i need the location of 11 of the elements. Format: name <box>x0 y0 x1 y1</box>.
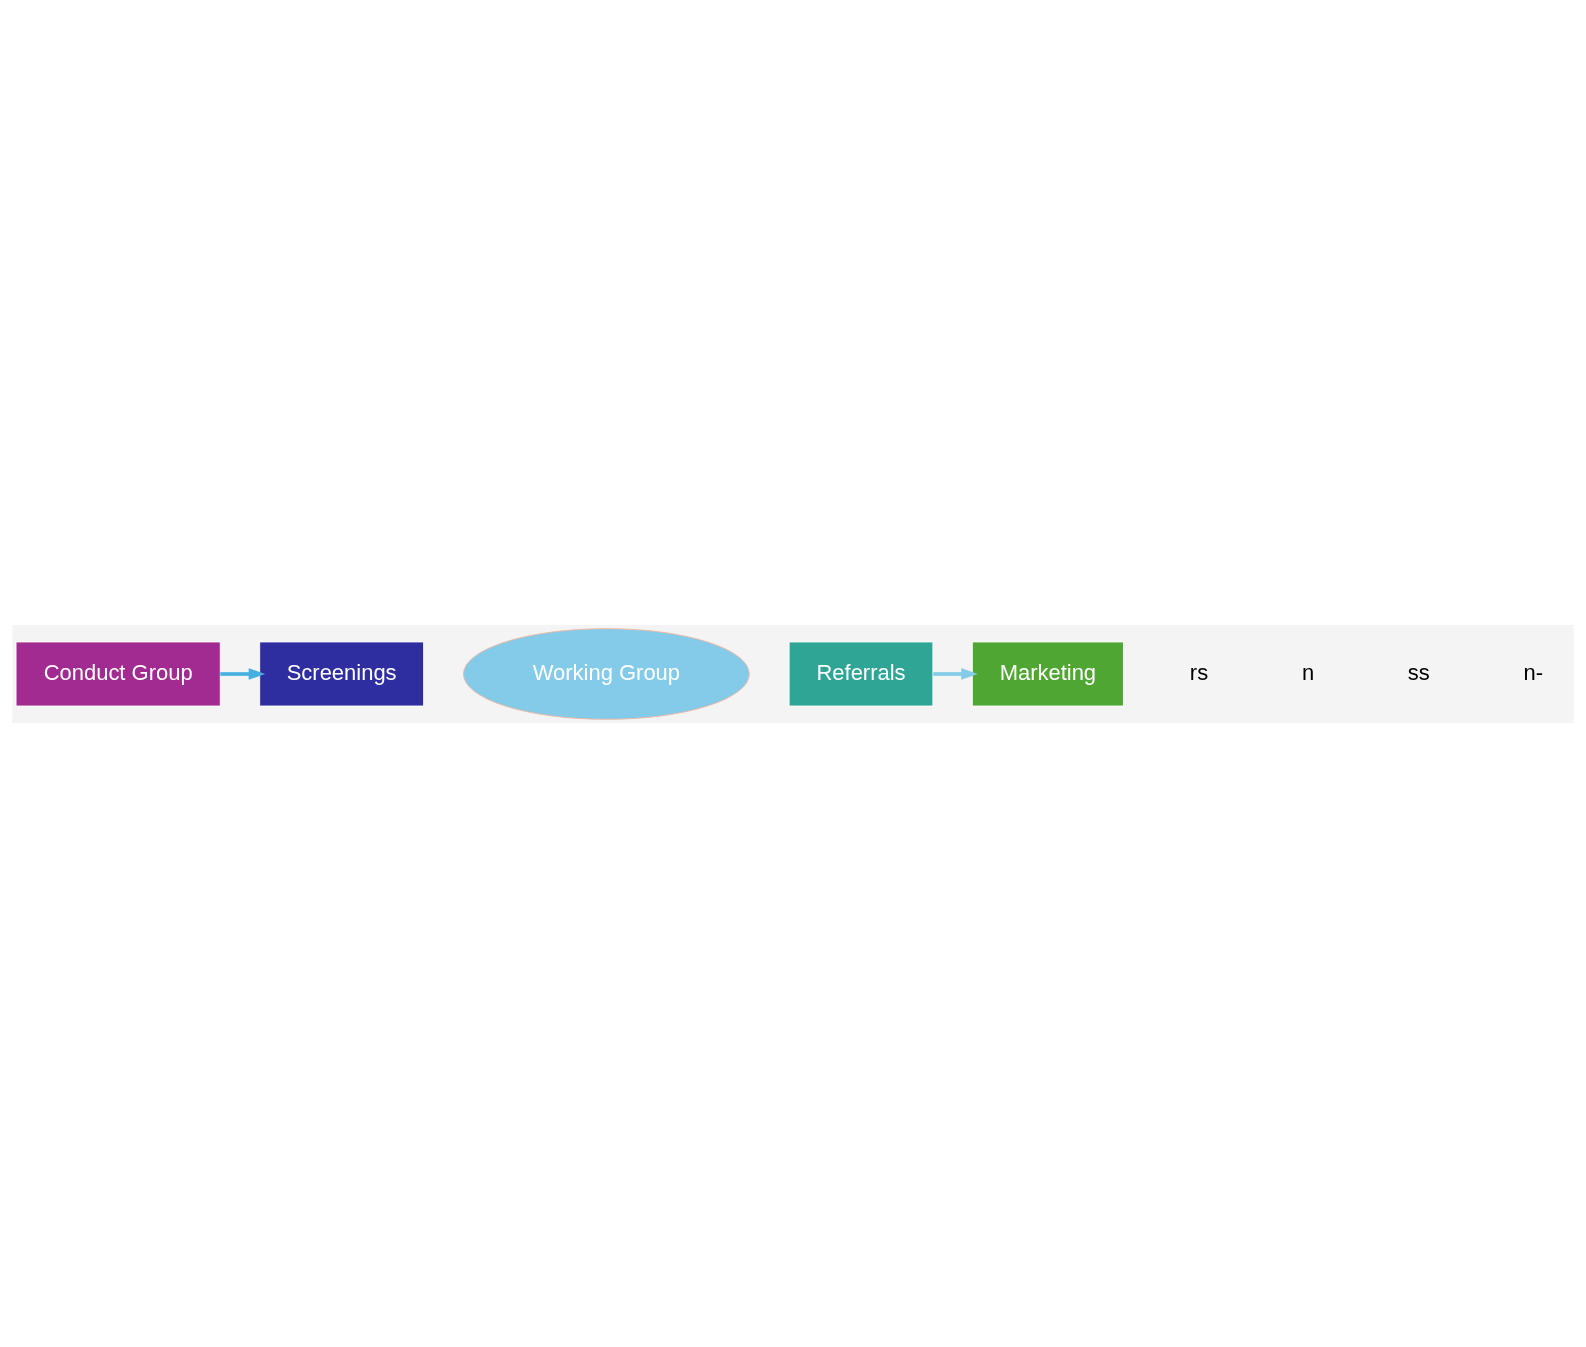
label: ss <box>1407 659 1430 685</box>
node-box: Conduct Group <box>15 641 221 706</box>
label: rs <box>1189 659 1209 685</box>
node-box: Marketing <box>971 641 1124 706</box>
node-ellipse: Working Group <box>463 627 750 720</box>
arrow <box>933 667 978 680</box>
label: n- <box>1523 659 1544 685</box>
node-box: Screenings <box>259 641 425 706</box>
arrow <box>220 667 266 680</box>
label: n <box>1301 659 1315 685</box>
node-box: Referrals <box>788 641 934 706</box>
